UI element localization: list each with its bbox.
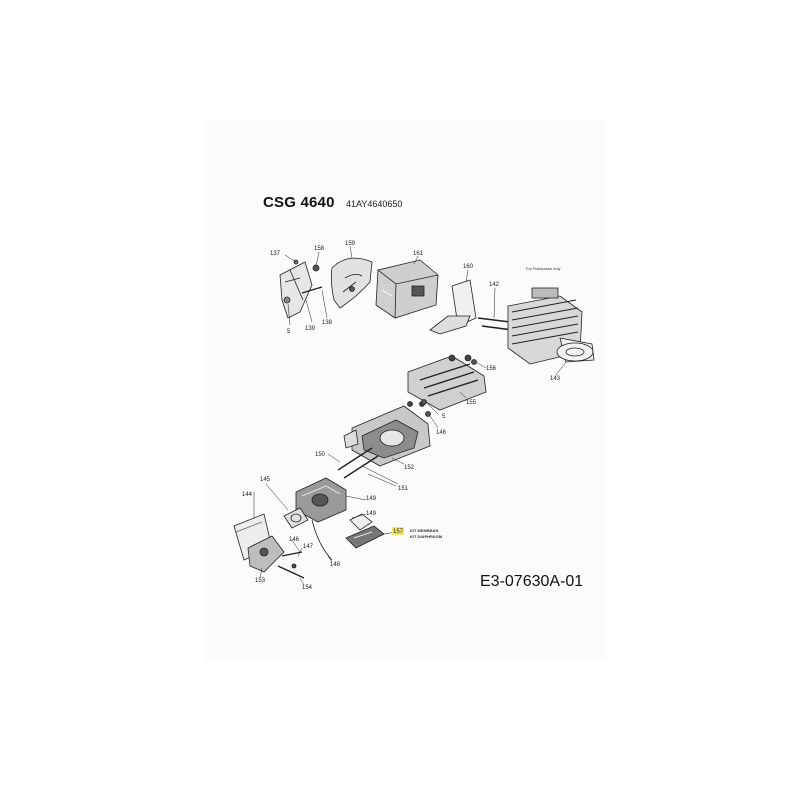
- insulator: [283, 507, 309, 529]
- muffler: [375, 259, 439, 319]
- cylinder-gasket: [556, 342, 594, 362]
- carburettor-housing: [343, 401, 431, 467]
- diagram-sheet: [205, 120, 605, 660]
- callout-labels: 137 158 159 161 160 142 5 139 138 143 15…: [242, 241, 561, 591]
- filter-screws: [421, 359, 477, 417]
- bracket-assembly: [279, 259, 323, 319]
- kit-diaphragm-note: KIT DIAPHRAGM: [410, 534, 443, 539]
- base-plate: [247, 535, 285, 573]
- callout-137: 137: [270, 251, 281, 257]
- muffler-shield: [330, 257, 373, 309]
- callout-158: 158: [314, 246, 325, 252]
- callout-144: 144: [242, 492, 253, 498]
- throttle-cable: [311, 519, 333, 561]
- long-screws: [337, 447, 379, 479]
- bolts: [477, 317, 513, 331]
- callout-156: 156: [486, 366, 497, 372]
- kit-membran-note: KIT MEMBRAN: [410, 528, 439, 533]
- callout-154: 154: [302, 585, 313, 591]
- callout-138: 138: [322, 320, 333, 326]
- callout-145: 145: [260, 477, 271, 483]
- callout-159: 159: [345, 241, 356, 247]
- model-title: CSG 4640: [263, 194, 335, 211]
- small-screws: [277, 551, 305, 579]
- callout-152: 152: [404, 465, 415, 471]
- callout-160: 160: [463, 264, 474, 270]
- highlight-157: [392, 527, 404, 535]
- callout-146a: 146: [436, 430, 447, 436]
- diaphragm-kit: [345, 513, 385, 549]
- callout-143: 143: [550, 376, 561, 382]
- callout-149b: 149: [366, 511, 377, 517]
- callout-153: 153: [255, 578, 266, 584]
- callout-150: 150: [315, 452, 326, 458]
- callout-151: 151: [398, 486, 409, 492]
- air-filter-cover: [407, 354, 487, 411]
- drawing-number: E3-07630A-01: [480, 573, 584, 590]
- callout-148: 148: [330, 562, 341, 568]
- callout-161: 161: [413, 251, 424, 257]
- muffler-gasket: [429, 279, 477, 335]
- model-number: 41AY4640650: [346, 199, 403, 209]
- callout-5a: 5: [287, 329, 291, 335]
- callout-5b: 5: [442, 414, 446, 420]
- callout-147: 147: [303, 544, 314, 550]
- rotary-note: For Rotavasse only: [526, 266, 561, 271]
- callout-157: 157: [393, 529, 404, 535]
- callout-139: 139: [305, 326, 316, 332]
- callout-146b: 146: [289, 537, 300, 543]
- callout-142: 142: [489, 282, 500, 288]
- callout-149a: 149: [366, 496, 377, 502]
- callout-155: 155: [466, 400, 477, 406]
- leader-lines: [253, 245, 567, 586]
